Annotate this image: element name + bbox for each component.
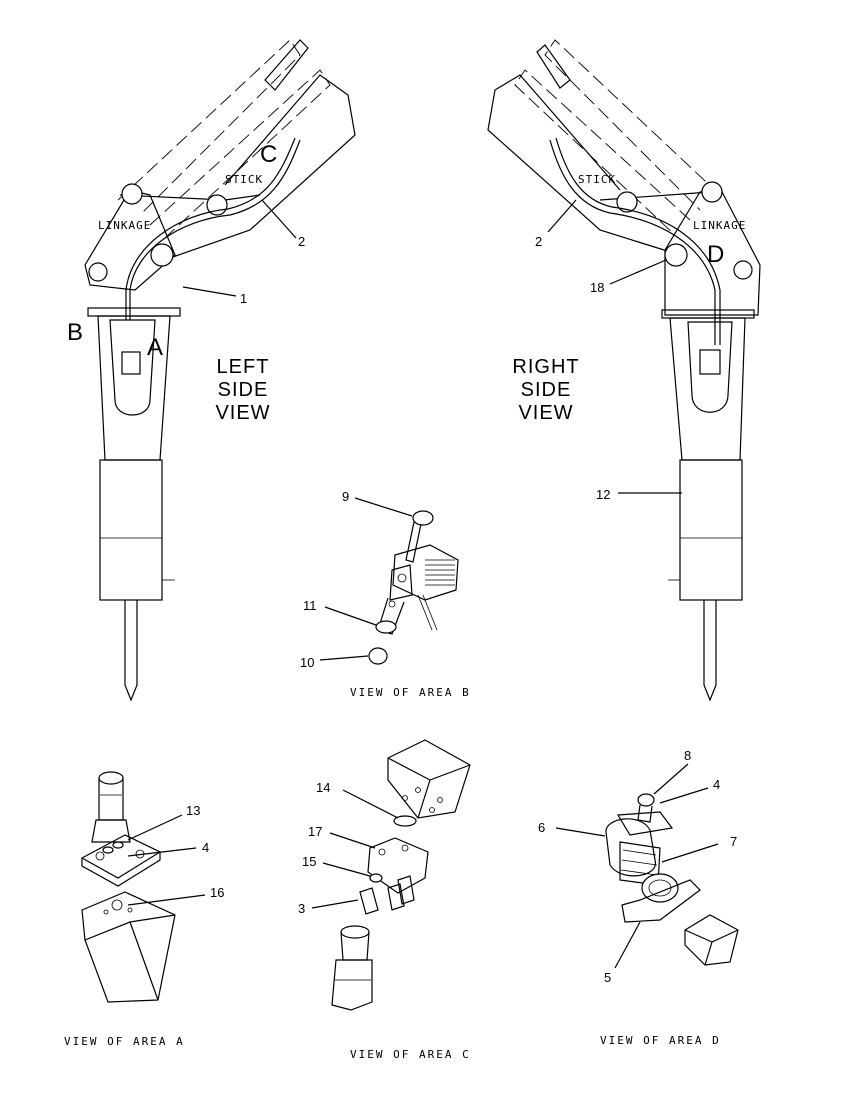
part-number-16: 16	[210, 885, 224, 900]
stick-end-fitting-right	[536, 44, 571, 89]
clamp-teeth	[417, 559, 455, 631]
part-number-3: 3	[298, 901, 305, 916]
view-area-a: 13 4 16 VIEW OF AREA A	[64, 771, 224, 1048]
left-view-title-3: VIEW	[215, 402, 270, 424]
bolt-8	[637, 793, 655, 807]
tool-bit-left	[124, 600, 138, 702]
view-area-d: 8 4 6 7 5 VIEW OF AREA D	[538, 748, 739, 1047]
hose-line-right	[549, 139, 716, 345]
right-side-view: STICK LINKAGE D RIGHT SIDE VIEW 2 18 12	[487, 39, 761, 702]
part-number-10: 10	[300, 655, 314, 670]
caption-area-c: VIEW OF AREA C	[350, 1048, 471, 1061]
linkage-label-left: LINKAGE	[98, 219, 151, 232]
part-number-12: 12	[596, 487, 610, 502]
part-number-4-a: 4	[202, 840, 209, 855]
washer-11	[375, 620, 397, 634]
part-number-14: 14	[316, 780, 330, 795]
clip-block	[392, 544, 459, 601]
area-letter-d: D	[707, 241, 724, 268]
stick-body	[169, 74, 356, 259]
linkage-label-right: LINKAGE	[693, 219, 746, 232]
caption-area-a: VIEW OF AREA A	[64, 1035, 185, 1048]
caption-area-d: VIEW OF AREA D	[600, 1034, 721, 1047]
hammer-lower-body-left	[99, 459, 163, 601]
area-letter-a: A	[147, 334, 163, 361]
right-view-title-1: RIGHT	[512, 356, 579, 378]
part-number-9: 9	[342, 489, 349, 504]
part-number-8: 8	[684, 748, 691, 763]
part-number-7: 7	[730, 834, 737, 849]
manifold-17	[367, 837, 429, 894]
seal-15	[369, 873, 383, 883]
part-number-2-left: 2	[298, 234, 305, 249]
area-letter-b: B	[67, 319, 83, 346]
left-view-title-2: SIDE	[218, 379, 269, 401]
right-view-title-3: VIEW	[518, 402, 573, 424]
part-number-2-right: 2	[535, 234, 542, 249]
right-view-title-2: SIDE	[521, 379, 572, 401]
hammer-lower-body-right	[679, 459, 743, 601]
clamp-bottom-5	[621, 879, 701, 923]
part-number-17: 17	[308, 824, 322, 839]
left-side-view: STICK LINKAGE C B A LEFT SIDE VIEW 2 1	[67, 39, 356, 702]
view-area-b: 9 11 10 VIEW OF AREA B	[300, 489, 471, 699]
part-number-18: 18	[590, 280, 604, 295]
block-d	[684, 914, 739, 966]
valve-block-c	[387, 739, 471, 819]
bolt-head-9	[412, 510, 434, 526]
part-number-13: 13	[186, 803, 200, 818]
hammer-upper-body-right	[669, 317, 746, 461]
part-number-11: 11	[303, 598, 317, 613]
hose-line-left	[129, 139, 301, 320]
tool-bit-right	[703, 600, 717, 702]
part-number-15: 15	[302, 854, 316, 869]
nut-10	[368, 647, 388, 665]
o-ring-14	[393, 815, 417, 827]
stick-end-fitting	[264, 39, 309, 91]
stick-label-right: STICK	[578, 173, 616, 186]
stick-label-left: STICK	[225, 173, 263, 186]
clamp-top	[616, 811, 674, 836]
part-number-6: 6	[538, 820, 545, 835]
clamp-body-6	[605, 818, 656, 877]
part-number-5: 5	[604, 970, 611, 985]
left-view-title-1: LEFT	[217, 356, 270, 378]
stick-body-right	[487, 74, 681, 256]
caption-area-b: VIEW OF AREA B	[350, 686, 471, 699]
area-letter-c: C	[260, 141, 277, 168]
part-number-4-d: 4	[713, 777, 720, 792]
view-area-c: 14 17 15 3 VIEW OF AREA C	[298, 739, 471, 1061]
part-number-1: 1	[240, 291, 247, 306]
